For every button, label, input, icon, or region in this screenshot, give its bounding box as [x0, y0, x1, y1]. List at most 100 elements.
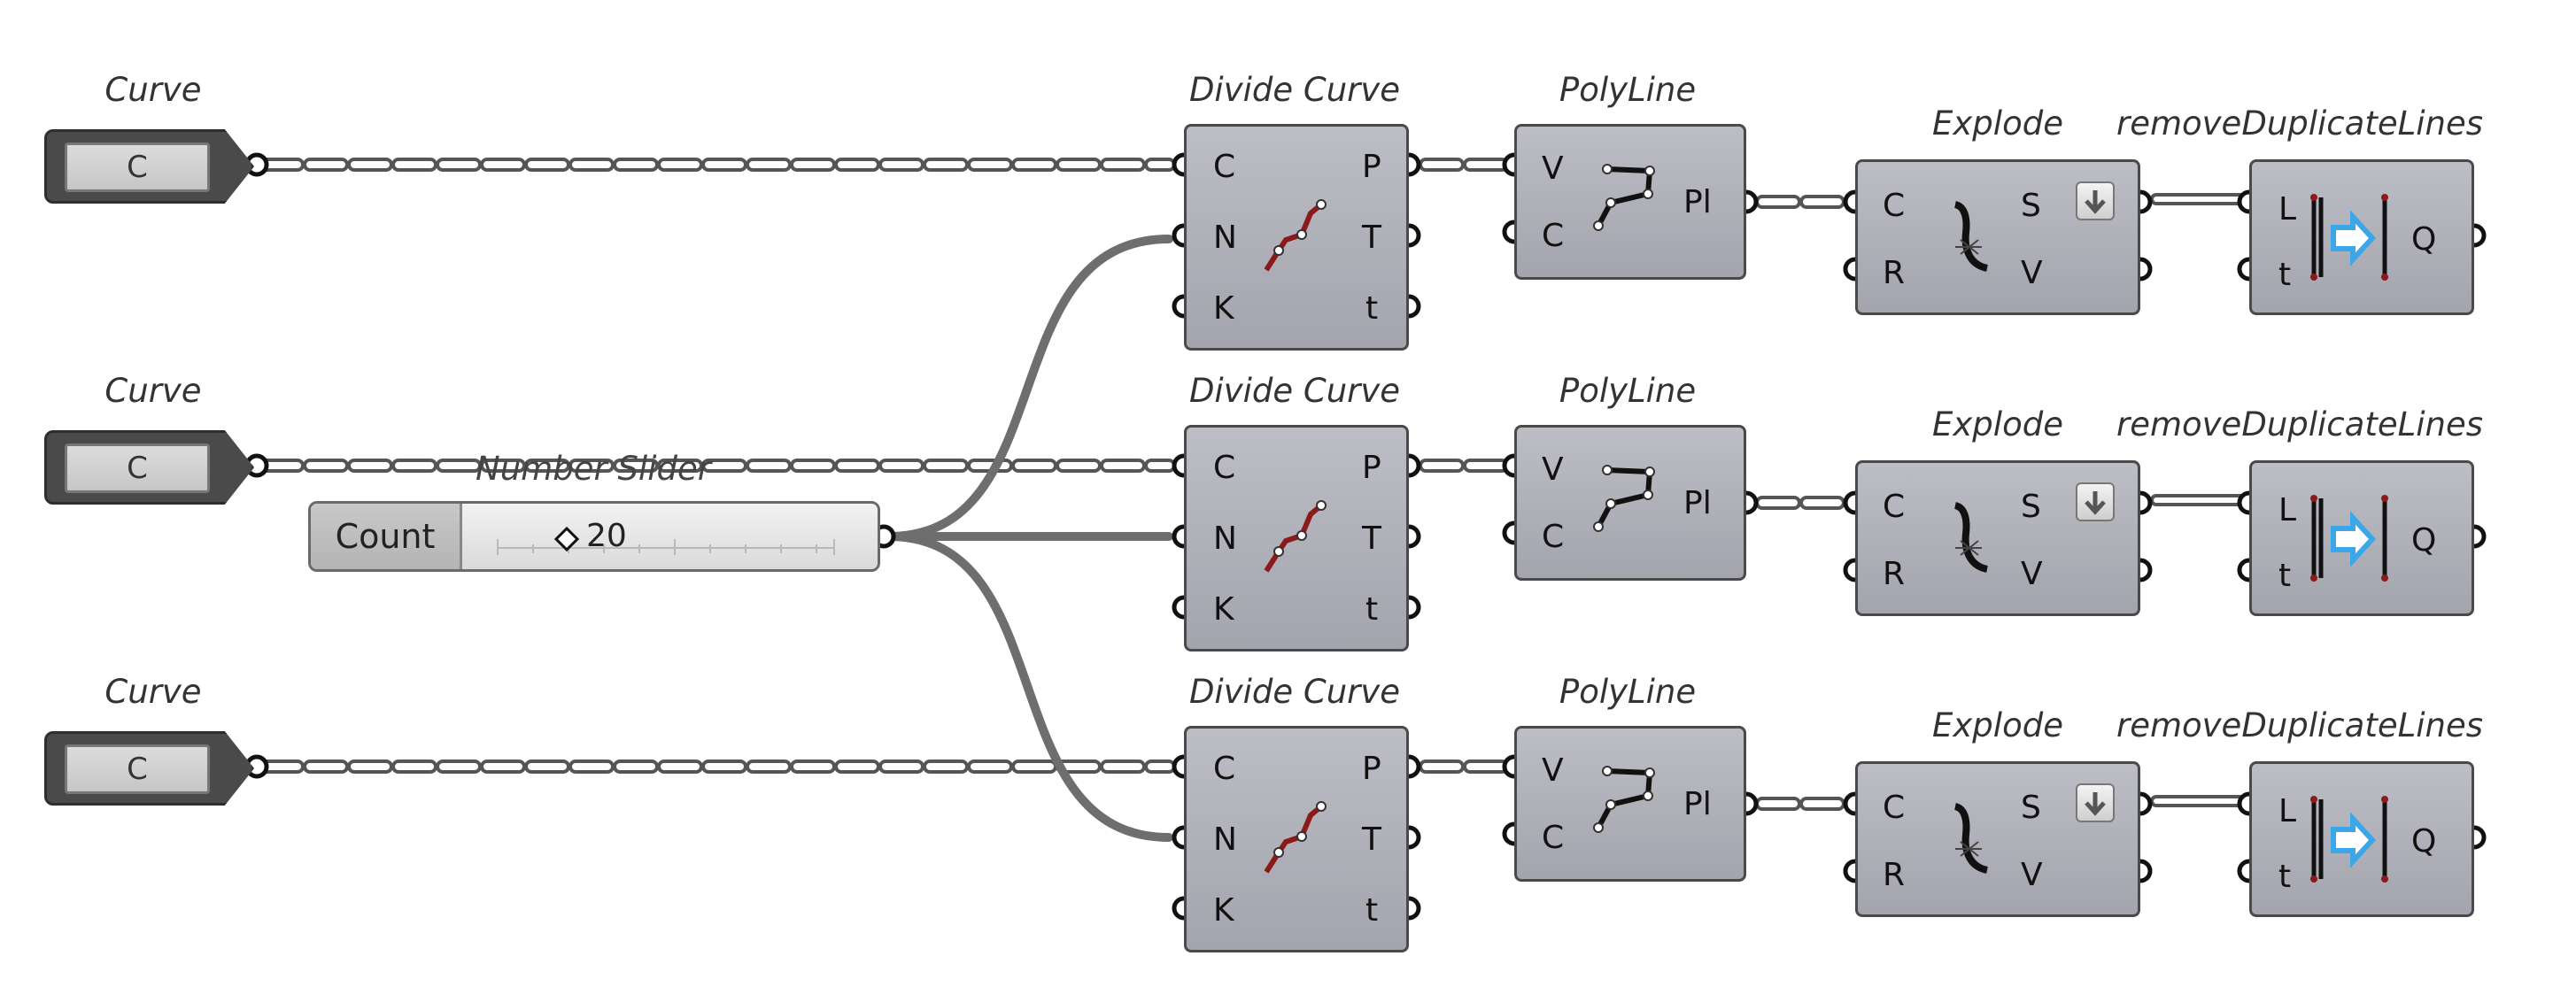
divide-output-t-2[interactable]: T [1362, 520, 1381, 557]
curve-param-1[interactable]: C [44, 129, 254, 204]
remove-dup-component-1[interactable]: L t Q [2249, 159, 2474, 315]
explode-component-2[interactable]: C R S V [1855, 460, 2140, 616]
explode-component-3[interactable]: C R S V [1855, 761, 2140, 917]
explode-output-v-1[interactable]: V [2021, 255, 2043, 291]
remove-input-t-2[interactable]: t [2278, 558, 2292, 594]
divide-input-k-1[interactable]: K [1213, 290, 1234, 327]
explode-title-3: Explode [1932, 706, 2063, 744]
curve-param-3[interactable]: C [44, 731, 254, 806]
polyline-title-2: PolyLine [1559, 372, 1697, 410]
polyline-input-v-2[interactable]: V [1542, 451, 1564, 488]
polyline-input-c-1[interactable]: C [1542, 218, 1565, 254]
explode-input-c-2[interactable]: C [1883, 489, 1906, 525]
divide-input-c-1[interactable]: C [1213, 149, 1236, 185]
divide-output-p-1[interactable]: P [1362, 149, 1381, 185]
explode-icon [1943, 799, 1996, 888]
remove-dup-component-2[interactable]: L t Q [2249, 460, 2474, 616]
divide-input-c-2[interactable]: C [1213, 450, 1236, 486]
remove-dup-component-3[interactable]: L t Q [2249, 761, 2474, 917]
divide-output-tparam-1[interactable]: t [1365, 290, 1379, 327]
remove-duplicates-icon [2309, 189, 2394, 286]
divide-input-n-2[interactable]: N [1213, 520, 1237, 557]
remove-output-q-1[interactable]: Q [2411, 221, 2437, 258]
polyline-input-c-2[interactable]: C [1542, 519, 1565, 555]
remove-input-l-3[interactable]: L [2278, 793, 2297, 829]
slider-name-label: Count [311, 504, 462, 569]
polyline-component-2[interactable]: V C Pl [1514, 425, 1746, 581]
polyline-input-v-3[interactable]: V [1542, 752, 1564, 789]
explode-icon [1943, 197, 1996, 286]
polyline-title-3: PolyLine [1559, 673, 1697, 711]
divide-curve-icon [1259, 799, 1330, 879]
slider-value: 20 [586, 518, 627, 554]
slider-title: Number Slider [476, 450, 711, 488]
param-title-curve-3: Curve [104, 673, 202, 711]
remove-output-q-2[interactable]: Q [2411, 522, 2437, 559]
explode-title-2: Explode [1932, 405, 2063, 443]
param-title-curve-2: Curve [104, 372, 202, 410]
polyline-icon [1591, 764, 1666, 835]
divide-output-tparam-2[interactable]: t [1365, 591, 1379, 628]
divide-input-n-3[interactable]: N [1213, 821, 1237, 858]
polyline-component-1[interactable]: V C Pl [1514, 124, 1746, 280]
polyline-input-c-3[interactable]: C [1542, 820, 1565, 856]
explode-input-r-3[interactable]: R [1883, 857, 1906, 893]
explode-title-1: Explode [1932, 104, 2063, 143]
explode-output-s-3[interactable]: S [2021, 790, 2041, 826]
slider-track[interactable]: 20 [462, 504, 878, 569]
remove-dup-title-3: removeDuplicateLines [2116, 706, 2483, 744]
flatten-arrow-icon[interactable] [2076, 181, 2115, 220]
flatten-arrow-icon[interactable] [2076, 482, 2115, 521]
polyline-output-pl-3[interactable]: Pl [1683, 786, 1712, 822]
explode-icon [1943, 498, 1996, 587]
wire-slider-to-divide-3 [885, 532, 1173, 842]
param-title-curve-1: Curve [104, 71, 202, 109]
explode-input-r-1[interactable]: R [1883, 255, 1906, 291]
remove-input-l-1[interactable]: L [2278, 191, 2297, 227]
remove-input-l-2[interactable]: L [2278, 492, 2297, 528]
divide-input-k-3[interactable]: K [1213, 892, 1234, 929]
divide-output-p-3[interactable]: P [1362, 751, 1381, 787]
polyline-icon [1591, 463, 1666, 534]
divide-output-p-2[interactable]: P [1362, 450, 1381, 486]
polyline-output-pl-2[interactable]: Pl [1683, 485, 1712, 521]
divide-curve-title-3: Divide Curve [1188, 673, 1401, 711]
curve-param-2[interactable]: C [44, 430, 254, 505]
explode-output-v-2[interactable]: V [2021, 556, 2043, 592]
explode-output-s-2[interactable]: S [2021, 489, 2041, 525]
curve-param-label-1: C [65, 143, 210, 192]
divide-curve-title-2: Divide Curve [1188, 372, 1401, 410]
polyline-component-3[interactable]: V C Pl [1514, 726, 1746, 882]
polyline-icon [1591, 162, 1666, 233]
explode-component-1[interactable]: C R S V [1855, 159, 2140, 315]
explode-input-r-2[interactable]: R [1883, 556, 1906, 592]
wire-slider-to-divide-1 [885, 235, 1173, 541]
polyline-title-1: PolyLine [1559, 71, 1697, 109]
remove-duplicates-icon [2309, 790, 2394, 888]
remove-duplicates-icon [2309, 490, 2394, 587]
divide-curve-title-1: Divide Curve [1188, 71, 1401, 109]
divide-input-k-2[interactable]: K [1213, 591, 1234, 628]
remove-output-q-3[interactable]: Q [2411, 823, 2437, 860]
divide-input-n-1[interactable]: N [1213, 220, 1237, 256]
flatten-arrow-icon[interactable] [2076, 783, 2115, 822]
remove-input-t-3[interactable]: t [2278, 859, 2292, 895]
divide-curve-component-3[interactable]: C N K P T t [1184, 726, 1409, 952]
divide-input-c-3[interactable]: C [1213, 751, 1236, 787]
explode-output-v-3[interactable]: V [2021, 857, 2043, 893]
divide-output-t-3[interactable]: T [1362, 821, 1381, 858]
curve-param-label-2: C [65, 443, 210, 493]
explode-output-s-1[interactable]: S [2021, 188, 2041, 224]
divide-output-t-1[interactable]: T [1362, 220, 1381, 256]
remove-input-t-1[interactable]: t [2278, 257, 2292, 293]
polyline-input-v-1[interactable]: V [1542, 150, 1564, 187]
explode-input-c-3[interactable]: C [1883, 790, 1906, 826]
curve-param-label-3: C [65, 744, 210, 794]
slider-ticks [497, 539, 835, 555]
count-number-slider[interactable]: Count 20 [308, 501, 880, 572]
divide-curve-component-1[interactable]: C N K P T t [1184, 124, 1409, 351]
explode-input-c-1[interactable]: C [1883, 188, 1906, 224]
polyline-output-pl-1[interactable]: Pl [1683, 184, 1712, 220]
divide-output-tparam-3[interactable]: t [1365, 892, 1379, 929]
divide-curve-component-2[interactable]: C N K P T t [1184, 425, 1409, 652]
